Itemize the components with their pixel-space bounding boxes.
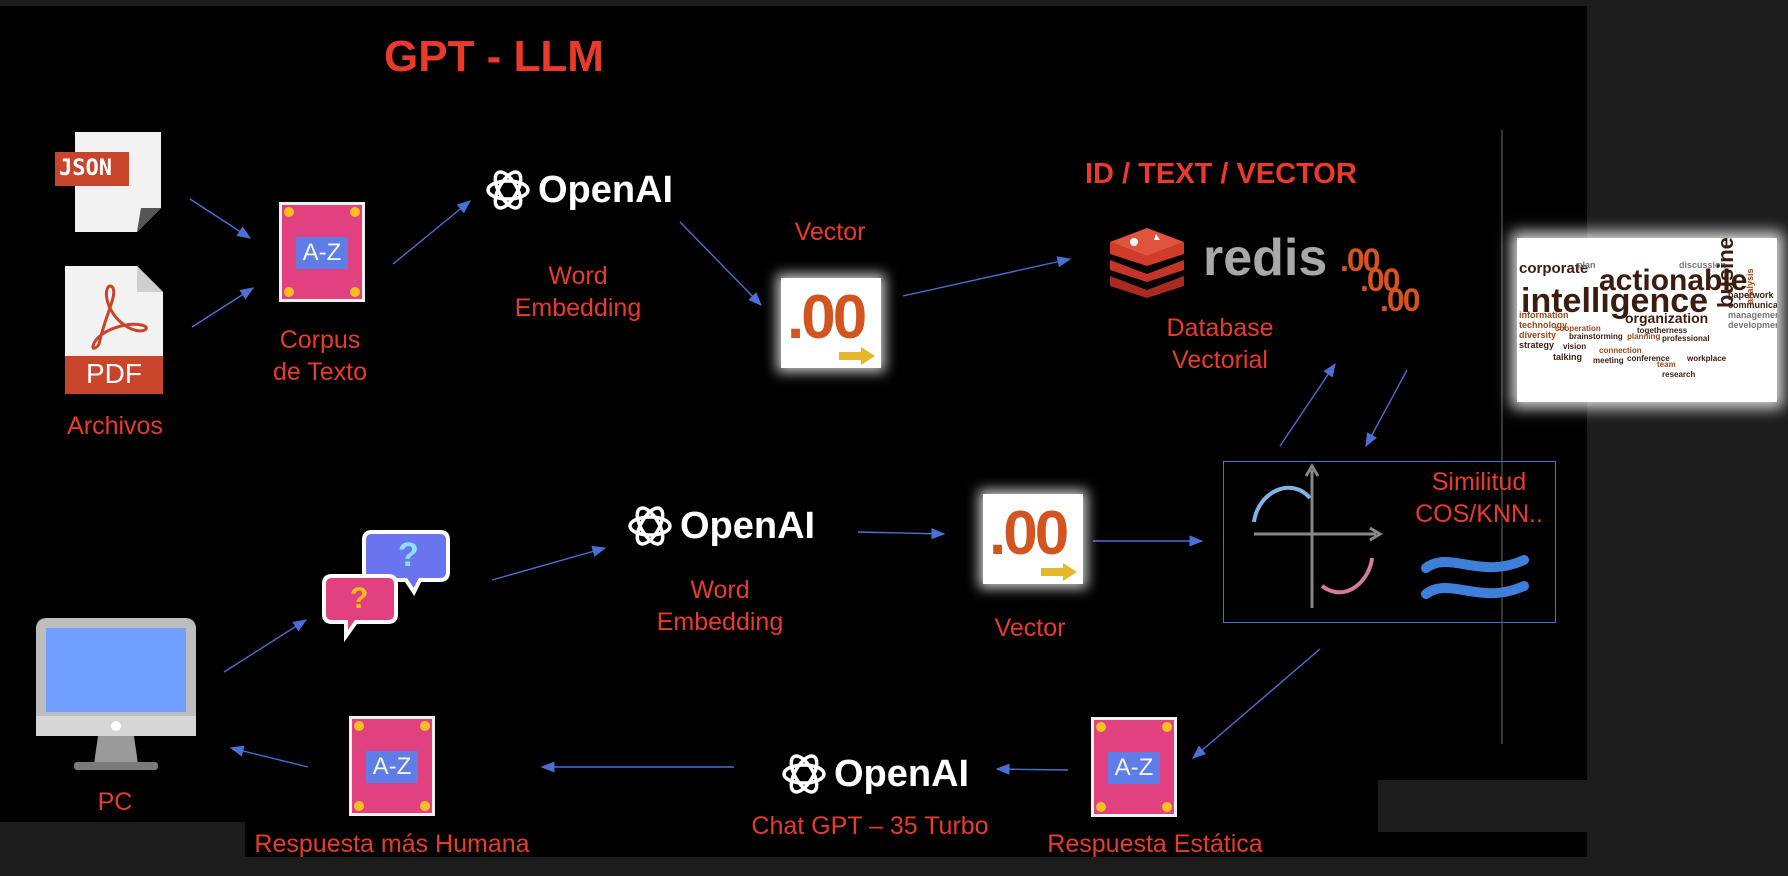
response-human-az-icon: A-Z — [349, 716, 435, 816]
vector-top-glyph: .00 — [787, 283, 867, 352]
openai-knot-icon — [486, 170, 530, 210]
page-title: GPT - LLM — [384, 32, 604, 81]
corpus-tile-text: A-Z — [296, 237, 348, 269]
arrow-openai-to-vector-mid — [857, 528, 946, 540]
word-cloud-word: cooperation — [1555, 324, 1601, 333]
word-cloud-word: diversity — [1519, 330, 1557, 340]
corpus-caption: Corpus de Texto — [272, 326, 368, 386]
arrow-openai-to-vector — [679, 221, 762, 307]
arrow-redis-to-similarity — [1365, 369, 1408, 448]
response-static-tile-text: A-Z — [1108, 752, 1160, 784]
word-cloud-word: development — [1728, 320, 1777, 330]
arrow-json-to-corpus — [189, 198, 252, 239]
redis-logo-icon — [1106, 226, 1188, 298]
similarity-caption: Similitud COS/KNN.. — [1415, 468, 1543, 528]
embedding-mid-caption: Word Embedding — [656, 576, 784, 636]
word-cloud-word: togetherness — [1637, 326, 1688, 335]
json-file-icon: JSON — [55, 126, 163, 234]
word-cloud-word: research — [1662, 370, 1696, 379]
vector-digits-2: .00 — [1360, 262, 1401, 298]
word-cloud-word: conference — [1627, 354, 1670, 363]
openai-brand-text: OpenAI — [680, 504, 816, 547]
openai-knot-icon — [782, 754, 826, 794]
openai-knot-icon — [628, 506, 672, 546]
word-cloud-word: professional — [1662, 334, 1710, 343]
pdf-file-icon: PDF — [65, 266, 163, 394]
files-caption: Archivos — [67, 412, 163, 440]
word-cloud-word: corporate — [1519, 260, 1589, 277]
word-cloud-word: team — [1657, 360, 1676, 369]
vector-mid-caption: Vector — [994, 614, 1066, 642]
bottom-right-shadow — [1378, 780, 1588, 832]
question-mark-1: ? — [398, 536, 419, 574]
embedding-top-caption: Word Embedding — [514, 262, 642, 322]
word-cloud-word: discussion — [1679, 260, 1727, 270]
vector-top-icon: .00 — [781, 278, 881, 368]
response-static-az-icon: A-Z — [1091, 717, 1177, 817]
arrow-static-to-chat — [995, 763, 1069, 775]
word-cloud-word: information — [1519, 310, 1569, 320]
word-cloud-word: brainstorming — [1569, 332, 1623, 341]
arrow-question-to-openai — [491, 546, 607, 581]
word-cloud-word: workplace — [1687, 354, 1727, 363]
pc-caption: PC — [97, 788, 133, 816]
openai-logo-bottom: OpenAI — [780, 750, 969, 798]
similarity-box: Similitud COS/KNN.. — [1223, 461, 1556, 623]
corpus-az-icon: A-Z — [279, 202, 365, 302]
openai-logo-mid: OpenAI — [626, 502, 815, 550]
openai-brand-text: OpenAI — [538, 168, 674, 211]
vector-mid-icon: .00 — [983, 494, 1083, 584]
arrow-human-to-pc — [229, 745, 309, 768]
question-mark-2: ? — [350, 582, 369, 615]
word-cloud-word: analysis — [1745, 268, 1755, 304]
word-cloud-word: talking — [1553, 352, 1583, 362]
bottom-left-shadow — [0, 822, 245, 876]
word-cloud-word: actionable — [1599, 264, 1748, 297]
arrow-pc-to-question — [223, 619, 308, 673]
diagram-slide: GPT - LLM ID / TEXT / VECTOR JSON PDF Ar… — [0, 6, 1587, 857]
word-cloud-word: organization — [1625, 310, 1709, 326]
pc-monitor-icon — [34, 616, 198, 776]
redis-brand-text: redis — [1203, 229, 1328, 287]
response-human-caption: Respuesta más Humana — [254, 830, 530, 858]
arrow-similarity-to-redis — [1279, 362, 1336, 447]
redis-caption: Database Vectorial — [1166, 314, 1274, 374]
word-cloud-word: plan — [1577, 260, 1596, 270]
vector-mid-glyph: .00 — [989, 499, 1069, 568]
chat-caption: Chat GPT – 35 Turbo — [751, 812, 989, 840]
word-cloud-word: paperwork — [1728, 290, 1774, 300]
question-bubbles-icon: ? ? — [322, 526, 452, 646]
word-cloud-word: business — [1713, 238, 1738, 308]
vector-digits-3: .00 — [1380, 282, 1421, 318]
vector-top-caption: Vector — [794, 218, 866, 246]
word-cloud-word: communication — [1728, 300, 1777, 310]
arrow-similarity-to-static — [1191, 648, 1321, 759]
arrow-pdf-to-corpus — [191, 287, 255, 328]
word-cloud-word: technology — [1519, 320, 1568, 330]
cosine-axes-icon — [1252, 463, 1383, 608]
openai-brand-text: OpenAI — [834, 752, 970, 795]
connector-arrows — [189, 130, 1503, 775]
db-header: ID / TEXT / VECTOR — [1085, 158, 1357, 190]
word-cloud-word: connection — [1599, 346, 1642, 355]
word-cloud-word: planning — [1627, 332, 1661, 341]
arrow-vector-to-redis — [902, 256, 1072, 297]
word-cloud-word: vision — [1563, 342, 1587, 351]
json-label: JSON — [59, 156, 112, 181]
response-static-caption: Respuesta Estática — [1047, 830, 1263, 858]
approx-equal-icon — [1421, 555, 1529, 599]
arrow-corpus-to-openai — [392, 200, 472, 265]
word-cloud-word: management — [1728, 310, 1777, 320]
word-cloud-word: intelligence — [1521, 282, 1709, 320]
response-human-tile-text: A-Z — [366, 751, 418, 783]
openai-logo-top: OpenAI — [484, 166, 673, 214]
vector-digits-1: .00 — [1340, 242, 1381, 278]
pdf-label: PDF — [86, 358, 142, 389]
word-cloud-word: meeting — [1593, 356, 1624, 365]
vector-digits-cluster: .00 .00 .00 — [1340, 242, 1434, 322]
word-cloud-word: strategy — [1519, 340, 1555, 350]
